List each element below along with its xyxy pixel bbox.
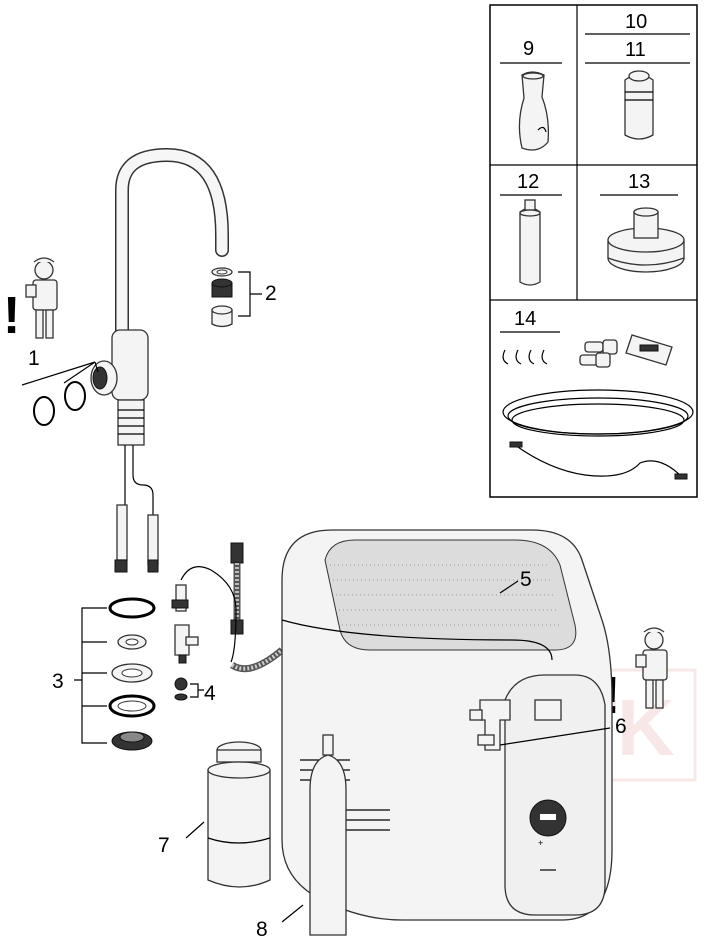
part-number-9: 9 — [523, 38, 534, 60]
callout-7: 7 — [158, 834, 170, 857]
part-6-filter-head: 6 — [469, 699, 627, 751]
hose-coil-icon — [502, 389, 694, 437]
supply-fittings — [171, 542, 285, 673]
filter-head-icon — [518, 71, 550, 151]
faucet-handle — [90, 360, 118, 396]
technician-icon — [635, 627, 668, 709]
callout-4: 4 — [204, 682, 216, 705]
part-4-check-valve: 4 — [174, 677, 216, 705]
cable-icon — [509, 441, 688, 480]
callout-8: 8 — [256, 918, 268, 941]
faucet-body — [111, 329, 149, 401]
part-number-11: 11 — [625, 39, 646, 61]
co2-adapter-icon — [607, 207, 685, 273]
part-2-aerator: 2 — [211, 267, 277, 328]
clips-icon — [502, 349, 548, 365]
unit-front-panel — [504, 674, 606, 916]
callout-2: 2 — [265, 282, 277, 305]
unit-vent-grille — [324, 539, 577, 651]
part-number-13: 13 — [628, 171, 650, 193]
faucet — [90, 147, 229, 573]
spare-parts-panel: 9 10 11 12 13 — [489, 4, 698, 498]
panel-cell-9: 9 — [500, 38, 562, 151]
bottle-icon — [519, 207, 541, 286]
callout-5-group: 5 — [499, 568, 532, 594]
part-number-10: 10 — [625, 11, 647, 33]
part-7-filter-cartridge: 7 — [158, 741, 271, 888]
faucet-shank — [117, 399, 145, 446]
filter-cartridge-icon — [624, 74, 654, 140]
part-number-14: 14 — [514, 308, 536, 330]
unit-panel-mark: + — [538, 838, 543, 848]
callout-5: 5 — [520, 568, 532, 591]
connectors-icon — [579, 339, 618, 368]
technician-icon — [25, 257, 58, 339]
chiller-unit: + — [281, 529, 613, 921]
panel-cell-13: 13 — [600, 171, 685, 273]
panel-cell-10-11: 10 11 — [585, 11, 690, 140]
callout-6: 6 — [615, 715, 627, 738]
warning-figure-left: ! — [3, 257, 58, 345]
callout-3: 3 — [52, 670, 64, 693]
panel-cell-14: 14 — [500, 308, 694, 480]
part-number-12: 12 — [517, 171, 539, 193]
warning-mark-left: ! — [3, 287, 20, 345]
part-8-co2-cylinder: 8 — [256, 734, 347, 941]
faucet-spout — [115, 147, 229, 367]
panel-cell-12: 12 — [500, 171, 562, 286]
callout-1: 1 — [28, 347, 40, 370]
part-1-orings: 1 — [21, 347, 99, 426]
part-3-washers: 3 — [52, 597, 156, 751]
mounting-bracket-icon — [625, 334, 673, 366]
